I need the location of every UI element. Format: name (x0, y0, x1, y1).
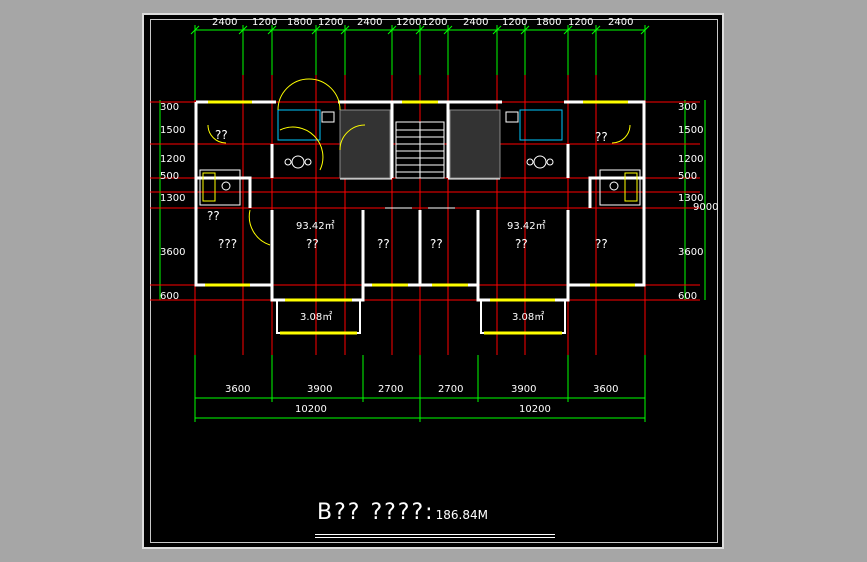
room-label-living-w: ?? (306, 237, 319, 251)
dim-top-6: 1200 (396, 17, 422, 28)
dim-top-1: 2400 (212, 17, 238, 28)
dim-bottom-3: 2700 (378, 384, 404, 395)
door-swings (207, 78, 631, 246)
dim-right-7: 600 (678, 291, 698, 302)
drawing-title-text: B?? ????: (317, 500, 435, 525)
room-label-mid-w: ?? (377, 237, 390, 251)
title-underline-2 (315, 537, 555, 538)
room-label-e-lower: ?? (595, 237, 608, 251)
dim-top-7: 1200 (422, 17, 448, 28)
dim-left-2: 1500 (160, 125, 186, 136)
vertical-axes (194, 75, 646, 355)
dim-right-6: 3600 (678, 247, 704, 258)
fixtures (199, 109, 641, 206)
dim-top-11: 1200 (568, 17, 594, 28)
dim-top-5: 2400 (357, 17, 383, 28)
windows (205, 100, 635, 335)
drawing-title-area: 186.84M (435, 508, 488, 522)
dim-right-4: 500 (678, 171, 698, 182)
dim-bottom-total-2: 10200 (519, 404, 551, 415)
title-underline-1 (315, 534, 555, 535)
bottom-extension-lines (194, 355, 646, 422)
stair (395, 121, 445, 179)
dim-top-9: 1200 (502, 17, 528, 28)
dim-left-7: 600 (160, 291, 180, 302)
dim-bottom-1: 3600 (225, 384, 251, 395)
room-label-w-lower: ??? (218, 237, 238, 251)
dim-right-5: 1300 (678, 193, 704, 204)
area-label-w: 93.42㎡ (296, 221, 335, 232)
drawing-title: B?? ????: 186.84M (317, 500, 488, 525)
dim-left-4: 500 (160, 171, 180, 182)
dim-top-10: 1800 (536, 17, 562, 28)
dim-left-1: 300 (160, 102, 180, 113)
dim-top-2: 1200 (252, 17, 278, 28)
dim-right-3: 1200 (678, 154, 704, 165)
dim-bottom-2: 3900 (307, 384, 333, 395)
balcony-area-e: 3.08㎡ (512, 312, 545, 323)
room-label-mid-e: ?? (430, 237, 443, 251)
dim-right-total: 9000 (693, 202, 719, 213)
dimension-ticks (190, 25, 650, 35)
dim-left-6: 3600 (160, 247, 186, 258)
dim-bottom-total-1: 10200 (295, 404, 327, 415)
room-label-small-w: ?? (207, 209, 220, 223)
area-label-e: 93.42㎡ (507, 221, 546, 232)
dim-top-4: 1200 (318, 17, 344, 28)
balcony-area-w: 3.08㎡ (300, 312, 333, 323)
top-extension-lines (194, 25, 646, 100)
dim-bottom-6: 3600 (593, 384, 619, 395)
dim-top-3: 1800 (287, 17, 313, 28)
dim-left-5: 1300 (160, 193, 186, 204)
horizontal-axes (150, 101, 700, 301)
dim-top-12: 2400 (608, 17, 634, 28)
room-label-ne: ?? (595, 130, 608, 144)
dim-bottom-5: 3900 (511, 384, 537, 395)
drawing-border (150, 19, 718, 543)
dim-right-2: 1500 (678, 125, 704, 136)
room-label-nw: ?? (215, 128, 228, 142)
dim-bottom-4: 2700 (438, 384, 464, 395)
dimension-lines (159, 29, 706, 419)
dim-right-1: 300 (678, 102, 698, 113)
dim-top-8: 2400 (463, 17, 489, 28)
room-label-living-e: ?? (515, 237, 528, 251)
dim-left-3: 1200 (160, 154, 186, 165)
